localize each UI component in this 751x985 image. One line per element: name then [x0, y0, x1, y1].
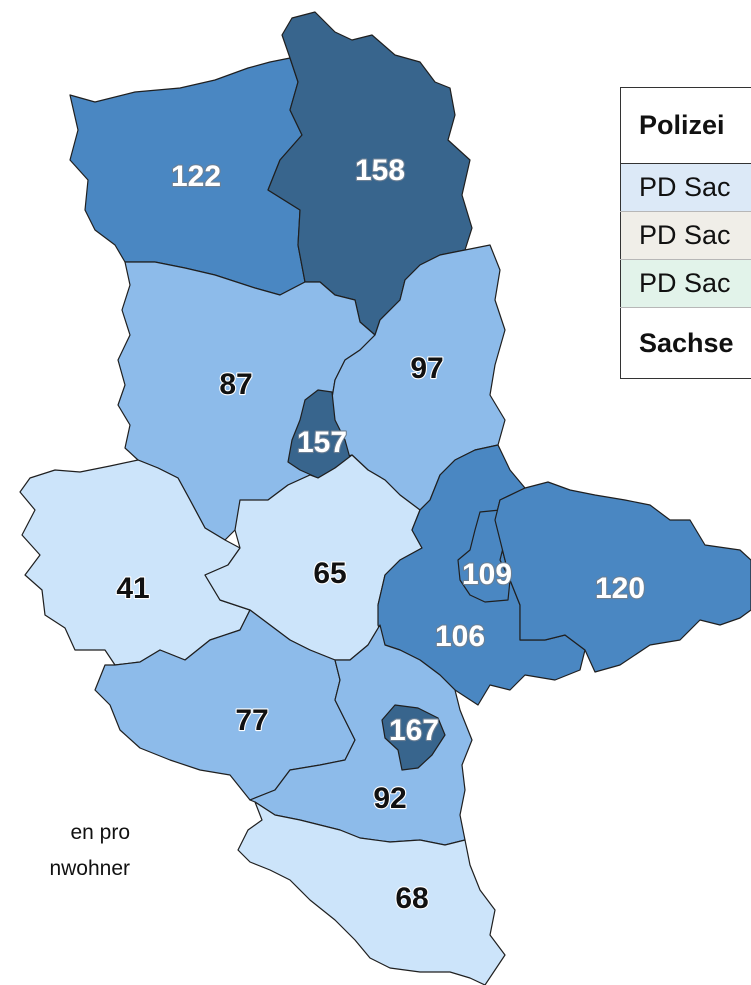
value-label-middle-west: 87: [219, 368, 252, 401]
value-label-city-north: 157: [297, 426, 347, 459]
value-label-south-west: 41: [116, 572, 149, 605]
table-total-row: Sachse: [620, 307, 751, 379]
table-row: PD Sac: [620, 259, 751, 308]
legend-line-1: en pro: [70, 821, 130, 844]
table-cell: PD Sac: [620, 163, 751, 212]
value-label-east-middle: 106: [435, 620, 485, 653]
value-label-north-west: 122: [171, 160, 221, 193]
table-cell: PD Sac: [620, 211, 751, 260]
value-label-city-south: 167: [389, 714, 439, 747]
legend-caption: en pro nwohner: [0, 815, 130, 887]
value-label-center: 65: [313, 557, 346, 590]
table-total-cell: Sachse: [620, 307, 751, 379]
table-header-row: Polizei: [620, 87, 751, 164]
table-cell: PD Sac: [620, 259, 751, 308]
value-label-east: 120: [595, 572, 645, 605]
value-label-south: 68: [395, 882, 428, 915]
region-south[interactable]: [237, 801, 506, 985]
legend-line-2: nwohner: [49, 857, 130, 880]
table-row: PD Sac: [620, 163, 751, 212]
value-label-city-east: 109: [462, 558, 512, 591]
value-label-south-middle: 92: [373, 782, 406, 815]
value-label-middle-east: 97: [410, 352, 443, 385]
value-label-south-middle-west: 77: [235, 704, 268, 737]
table-row: PD Sac: [620, 211, 751, 260]
value-label-north-east: 158: [355, 154, 405, 187]
region-city-south[interactable]: [381, 704, 446, 771]
table-header-cell: Polizei: [620, 87, 751, 164]
region-east[interactable]: [494, 481, 751, 673]
statistics-table: Polizei PD Sac PD Sac PD Sac Sachse: [620, 87, 751, 379]
